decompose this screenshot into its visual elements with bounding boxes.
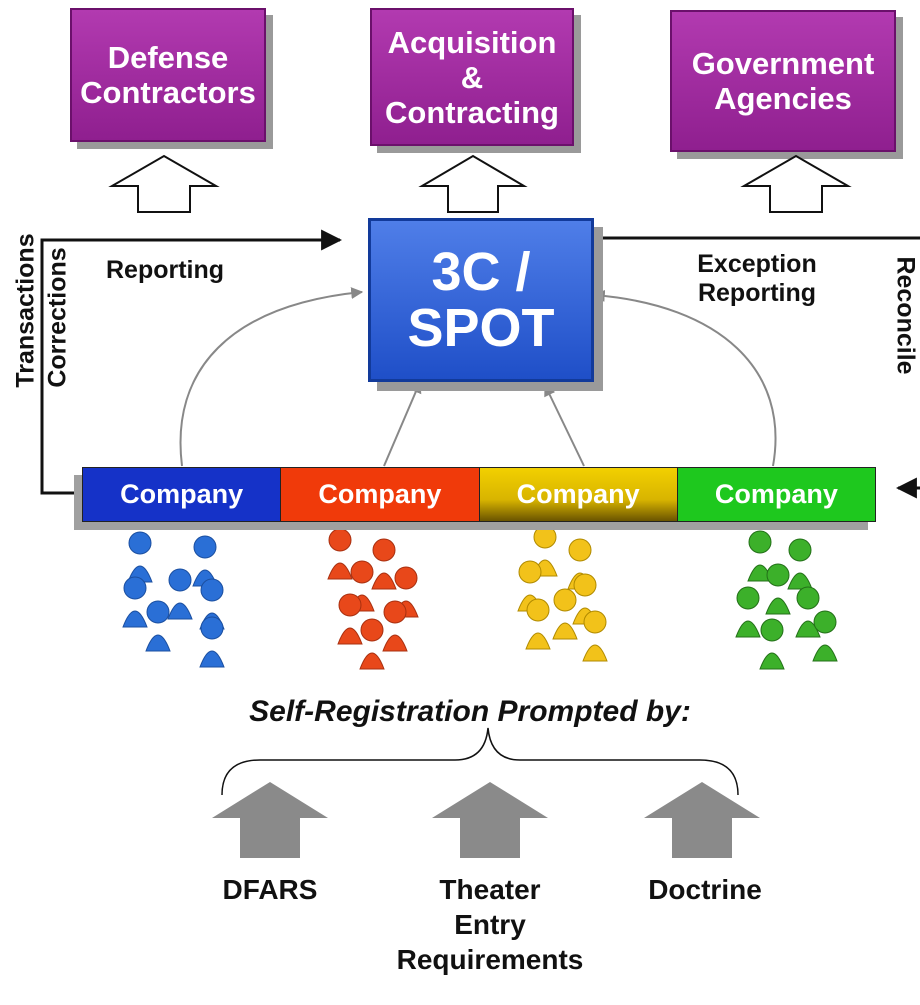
prompt-dfars: DFARS (200, 872, 340, 907)
up-arrow-outline (740, 154, 852, 213)
transactions-loop-line (40, 229, 343, 495)
defense-contractors-box: Defense Contractors (70, 8, 266, 142)
person-icon (382, 600, 408, 652)
box-line: Contracting (385, 94, 559, 130)
prompt-theater-entry: Theater Entry Requirements (390, 872, 590, 977)
person-icon (127, 531, 153, 583)
person-icon (552, 588, 578, 640)
people-group-blue (122, 531, 225, 668)
person-icon (359, 618, 385, 670)
exception-reporting-label: Exception Reporting (668, 250, 846, 308)
company-segment-green: Company (677, 468, 875, 521)
person-icon (582, 610, 608, 662)
company-segment-blue: Company (83, 468, 282, 521)
prompt-line: DFARS (222, 874, 318, 905)
acquisition-contracting-box: Acquisition & Contracting (370, 8, 574, 146)
box-line: & (460, 59, 484, 95)
up-arrow-outline (108, 154, 220, 213)
government-agencies-box: Government Agencies (670, 10, 896, 152)
prompt-line: Theater (439, 874, 541, 905)
person-icon (812, 610, 838, 662)
reconcile-label: Reconcile (891, 256, 920, 375)
company-arc (179, 287, 364, 467)
prompt-arrow-icon (432, 782, 548, 858)
company-arc (544, 383, 585, 467)
person-icon (525, 598, 551, 650)
brace (221, 727, 739, 796)
box-line: Acquisition (387, 24, 557, 60)
person-icon (765, 563, 791, 615)
company-arc (592, 289, 777, 467)
company-bar: Company Company Company Company (82, 467, 876, 522)
box-line: Contractors (80, 75, 256, 110)
up-arrow-outline (418, 154, 528, 213)
prompt-arrow-icon (644, 782, 760, 858)
person-icon (199, 616, 225, 668)
person-icon (735, 586, 761, 638)
company-segment-red: Company (281, 468, 480, 521)
company-segment-yellow: Company (479, 468, 678, 521)
corrections-label: Corrections (43, 247, 72, 388)
people-group-green (735, 530, 838, 670)
person-icon (327, 528, 353, 580)
person-icon (167, 568, 193, 620)
person-icon (337, 593, 363, 645)
box-line: Defense (107, 40, 229, 75)
company-arc (383, 380, 422, 467)
self-registration-caption: Self-Registration Prompted by: (249, 695, 691, 728)
hub-line: SPOT (407, 298, 555, 358)
person-icon (192, 535, 218, 587)
person-icon (371, 538, 397, 590)
person-icon (145, 600, 171, 652)
hub-line: 3C / (431, 242, 531, 302)
3c-spot-hub: 3C / SPOT (368, 218, 594, 382)
reporting-label: Reporting (106, 256, 225, 284)
box-line: Government (691, 46, 875, 81)
prompt-doctrine: Doctrine (620, 872, 790, 907)
prompt-arrow-icon (212, 782, 328, 858)
people-group-yellow (517, 525, 608, 662)
person-icon (122, 576, 148, 628)
box-line: Agencies (714, 81, 852, 116)
prompt-line: Entry (454, 909, 526, 940)
label-line: Exception (697, 250, 817, 278)
person-icon (759, 618, 785, 670)
prompt-line: Doctrine (648, 874, 762, 905)
prompt-line: Requirements (396, 944, 584, 975)
transactions-label: Transactions (11, 233, 40, 388)
people-group-red (327, 528, 419, 670)
person-icon (787, 538, 813, 590)
label-line: Reporting (697, 279, 817, 307)
